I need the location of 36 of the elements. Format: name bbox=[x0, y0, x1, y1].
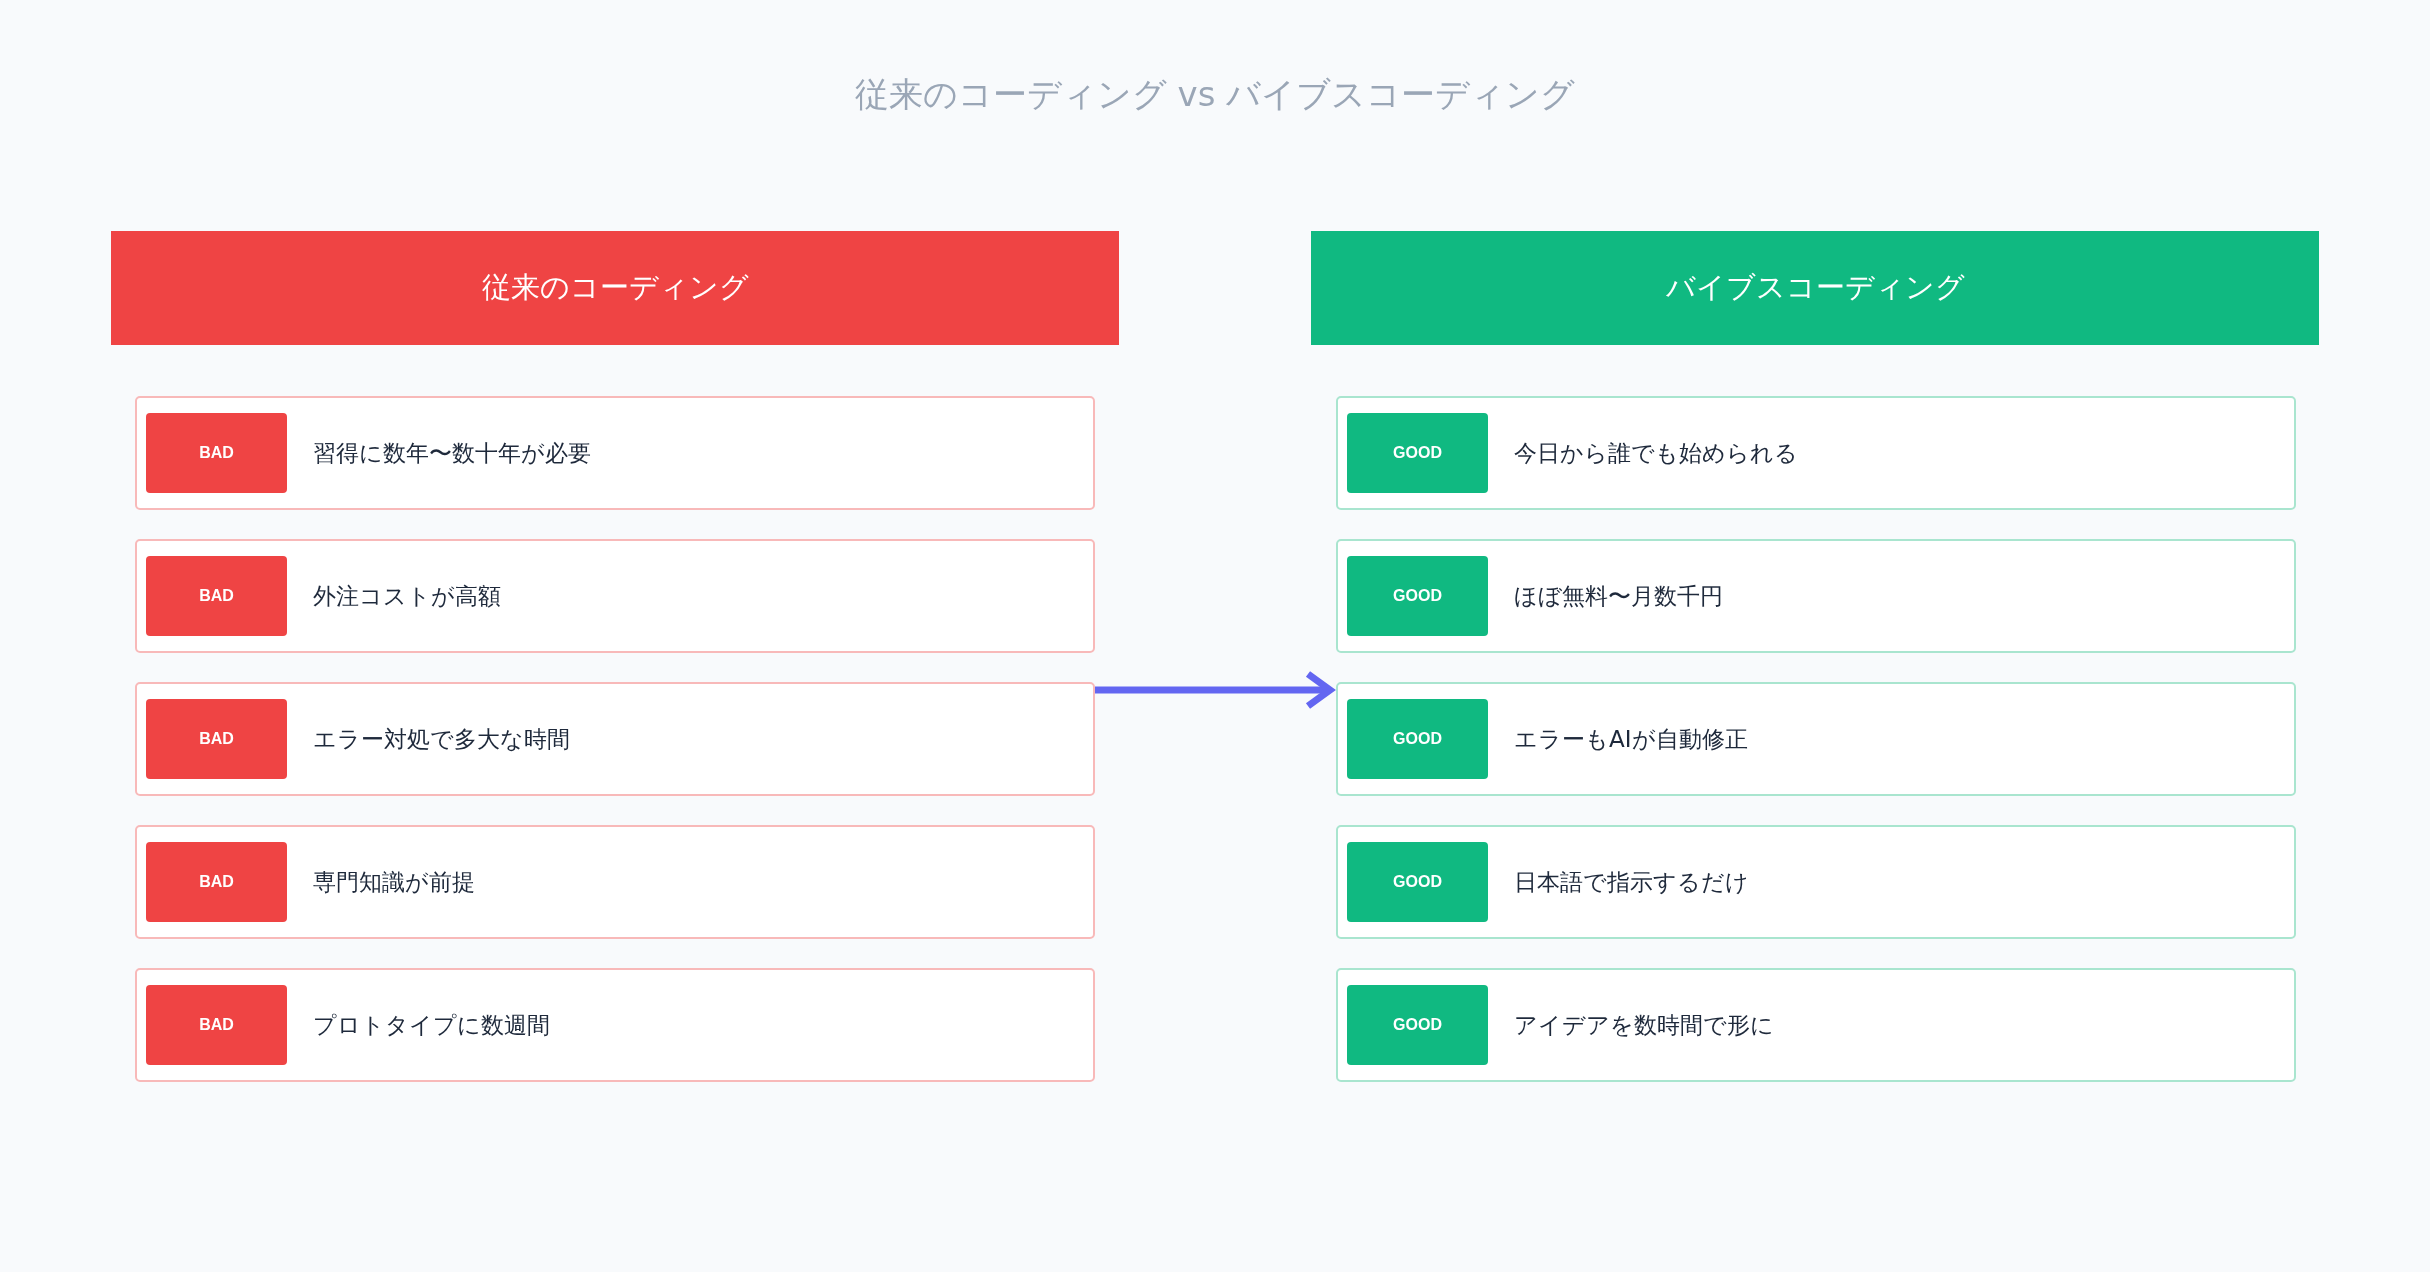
item-text: エラーもAIが自動修正 bbox=[1514, 724, 1748, 754]
item-text: アイデアを数時間で形に bbox=[1514, 1010, 1774, 1040]
item-card bbox=[1336, 396, 2296, 510]
item-text: 今日から誰でも始められる bbox=[1514, 438, 1798, 468]
column-heading: 従来のコーディング bbox=[481, 269, 749, 306]
item-card bbox=[135, 682, 1095, 796]
rating-tag: GOOD bbox=[1347, 985, 1488, 1065]
item-text: 日本語で指示するだけ bbox=[1514, 867, 1749, 897]
rating-tag: BAD bbox=[146, 699, 287, 779]
item-text: プロトタイプに数週間 bbox=[313, 1010, 550, 1040]
item-text: ほぼ無料〜月数千円 bbox=[1514, 581, 1723, 611]
item-card bbox=[135, 539, 1095, 653]
column-heading: バイブスコーディング bbox=[1665, 269, 1965, 306]
diagram-title: 従来のコーディング vs バイブスコーディング bbox=[854, 74, 1576, 114]
item-card bbox=[135, 396, 1095, 510]
item-card bbox=[1336, 539, 2296, 653]
rating-tag: GOOD bbox=[1347, 413, 1488, 493]
header-band bbox=[111, 231, 1119, 345]
item-text: 習得に数年〜数十年が必要 bbox=[313, 438, 591, 468]
arrow bbox=[1095, 670, 1334, 710]
rating-tag: BAD bbox=[146, 985, 287, 1065]
rating-tag: BAD bbox=[146, 556, 287, 636]
item-card bbox=[135, 968, 1095, 1082]
rating-tag: GOOD bbox=[1347, 699, 1488, 779]
rating-tag: BAD bbox=[146, 413, 287, 493]
rating-tag: GOOD bbox=[1347, 842, 1488, 922]
rating-tag: GOOD bbox=[1347, 556, 1488, 636]
item-card bbox=[1336, 968, 2296, 1082]
item-card bbox=[135, 825, 1095, 939]
item-text: 外注コストが高額 bbox=[313, 581, 501, 611]
item-text: エラー対処で多大な時間 bbox=[313, 724, 570, 754]
item-card bbox=[1336, 682, 2296, 796]
item-card bbox=[1336, 825, 2296, 939]
rating-tag: BAD bbox=[146, 842, 287, 922]
header-band bbox=[1311, 231, 2319, 345]
item-text: 専門知識が前提 bbox=[313, 867, 475, 897]
